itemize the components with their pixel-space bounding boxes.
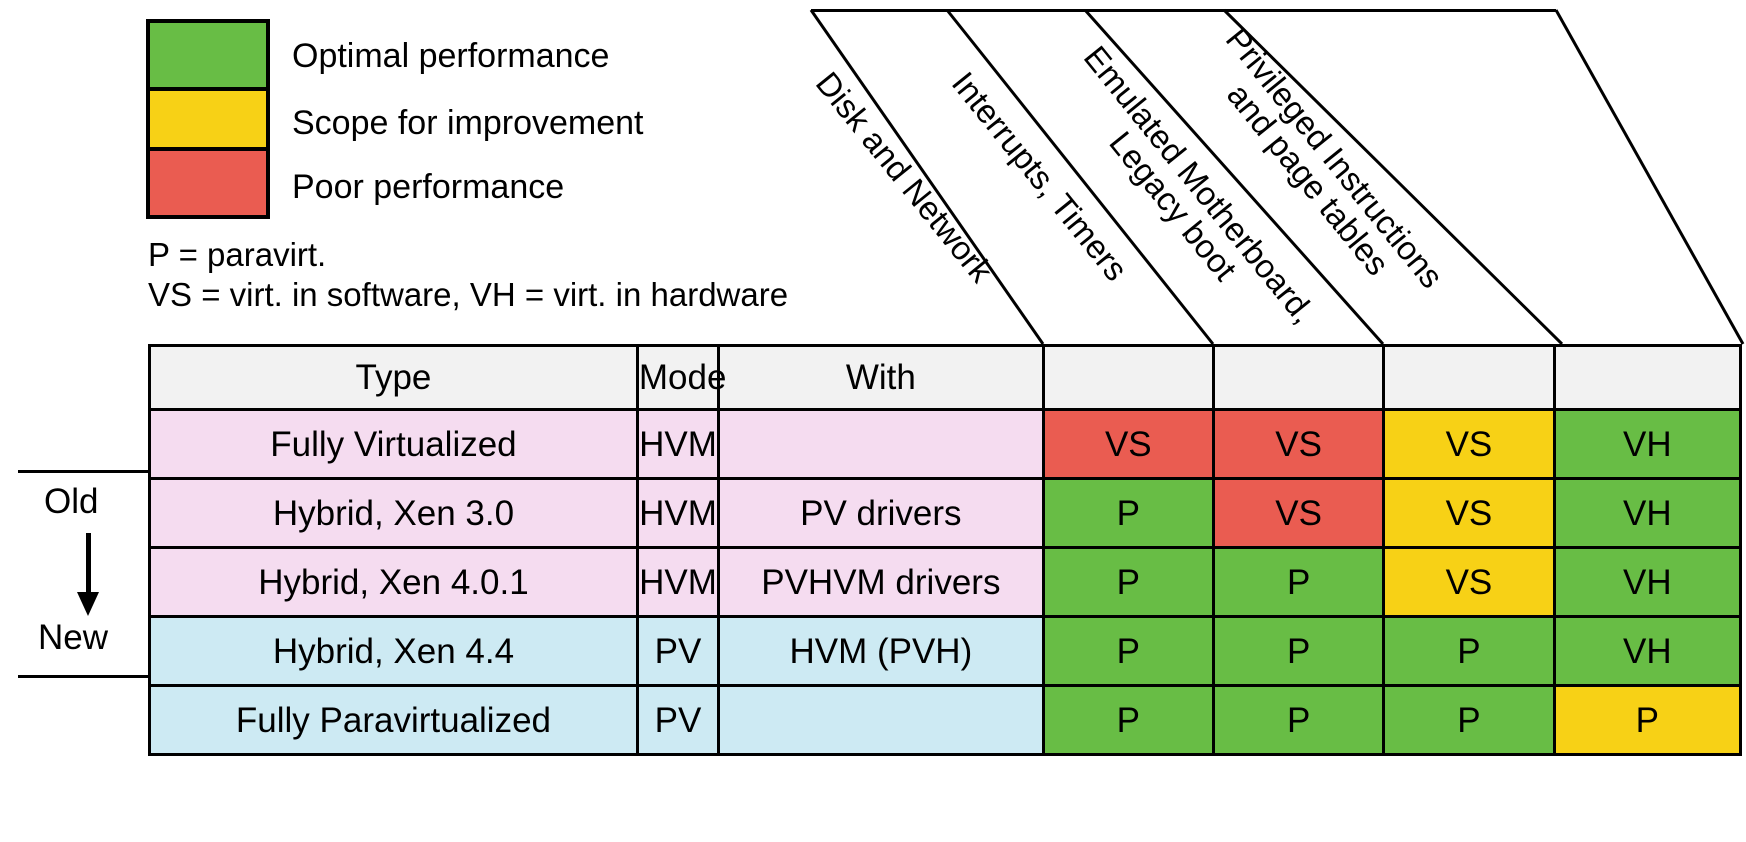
cell-status-4: VH [1552, 477, 1743, 549]
cell-type: Hybrid, Xen 4.4 [148, 615, 639, 687]
legend-swatch-optimal [150, 23, 266, 87]
cell-with: PV drivers [717, 477, 1045, 549]
legend-swatch-stack [146, 19, 270, 219]
cell-status-1: P [1041, 615, 1215, 687]
cell-mode: HVM [635, 408, 721, 480]
cell-status-2: P [1211, 546, 1386, 618]
cell-with: HVM (PVH) [717, 615, 1045, 687]
cell-mode: PV [635, 615, 721, 687]
cell-status-4: P [1552, 684, 1743, 756]
legend-swatch-scope [150, 86, 266, 151]
column-header-with: With [717, 344, 1045, 411]
column-header-privileged-instructions [1552, 344, 1743, 411]
diagonal-header-outline [809, 8, 1745, 345]
cell-type: Hybrid, Xen 4.0.1 [148, 546, 639, 618]
cell-status-2: VS [1211, 408, 1386, 480]
cell-status-2: VS [1211, 477, 1386, 549]
timeline-label-old: Old [44, 482, 99, 521]
diagonal-header-band: Disk and Network Interrupts, Timers Emul… [0, 0, 1746, 345]
cell-status-3: VS [1382, 408, 1556, 480]
column-header-mode: Mode [635, 344, 726, 411]
timeline-arrow-shaft [86, 533, 91, 598]
cell-status-4: VH [1552, 546, 1743, 618]
legend-label-poor: Poor performance [292, 168, 565, 206]
column-header-disk-network [1041, 344, 1215, 411]
cell-with: PVHVM drivers [717, 546, 1045, 618]
cell-status-1: P [1041, 684, 1215, 756]
legend-label-optimal: Optimal performance [292, 37, 610, 75]
legend-label-scope: Scope for improvement [292, 104, 644, 142]
note-vs-vh: VS = virt. in software, VH = virt. in ha… [148, 276, 789, 313]
cell-status-1: P [1041, 477, 1215, 549]
timeline-rule-bottom [18, 675, 150, 678]
cell-status-2: P [1211, 684, 1386, 756]
cell-type: Hybrid, Xen 3.0 [148, 477, 639, 549]
cell-status-2: P [1211, 615, 1386, 687]
cell-status-4: VH [1552, 408, 1743, 480]
cell-mode: PV [635, 684, 721, 756]
column-header-emulated-motherboard [1382, 344, 1556, 411]
cell-status-1: P [1041, 546, 1215, 618]
cell-status-3: VS [1382, 546, 1556, 618]
cell-with [717, 408, 1045, 480]
column-header-interrupts-timers [1211, 344, 1386, 411]
cell-status-3: P [1382, 684, 1556, 756]
legend-swatch-poor [150, 150, 266, 215]
timeline-label-new: New [38, 618, 109, 657]
cell-type: Fully Virtualized [148, 408, 639, 480]
note-paravirt: P = paravirt. [148, 236, 327, 273]
cell-mode: HVM [635, 477, 721, 549]
table-header-row: Type Mode With [148, 344, 1743, 411]
cell-mode: HVM [635, 546, 721, 618]
timeline-rule-top [18, 470, 150, 473]
cell-status-3: P [1382, 615, 1556, 687]
column-header-type: Type [148, 344, 639, 411]
timeline-annotation: Old New [0, 0, 160, 842]
cell-with [717, 684, 1045, 756]
cell-status-4: VH [1552, 615, 1743, 687]
cell-type: Fully Paravirtualized [148, 684, 639, 756]
timeline-arrow-head-icon [77, 592, 99, 616]
cell-status-3: VS [1382, 477, 1556, 549]
cell-status-1: VS [1041, 408, 1215, 480]
